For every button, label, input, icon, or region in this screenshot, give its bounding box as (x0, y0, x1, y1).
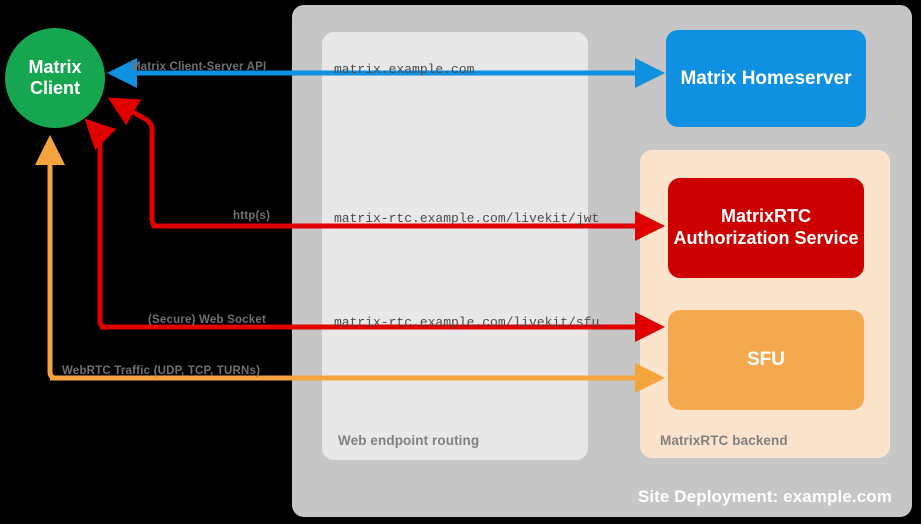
matrix-client-label-line2: Client (29, 78, 80, 98)
node-matrix-client[interactable]: Matrix Client (5, 28, 105, 128)
connector-label-matrix-client-server-api: Matrix Client-Server API (131, 61, 267, 73)
connector-label-https: http(s) (233, 210, 271, 222)
node-matrixrtc-authorization-service[interactable]: MatrixRTC Authorization Service (668, 178, 864, 278)
node-sfu[interactable]: SFU (668, 310, 864, 410)
site-deployment-label: Site Deployment: example.com (637, 487, 892, 506)
node-matrix-homeserver[interactable]: Matrix Homeserver (666, 30, 866, 127)
endpoint-label-matrix: matrix.example.com (334, 62, 475, 77)
endpoint-label-jwt: matrix-rtc.example.com/livekit/jwt (334, 211, 600, 226)
matrixrtc-backend-label: MatrixRTC backend (660, 433, 788, 448)
matrix-client-label-line1: Matrix (28, 57, 82, 78)
container-web-endpoint-routing: Web endpoint routing (322, 32, 588, 460)
endpoint-label-sfu: matrix-rtc.example.com/livekit/sfu (334, 315, 600, 330)
web-endpoint-routing-label: Web endpoint routing (338, 433, 480, 448)
connector-label-webrtc-traffic: WebRTC Traffic (UDP, TCP, TURNs) (62, 365, 261, 377)
connector-label-secure-web-socket: (Secure) Web Socket (148, 314, 266, 326)
